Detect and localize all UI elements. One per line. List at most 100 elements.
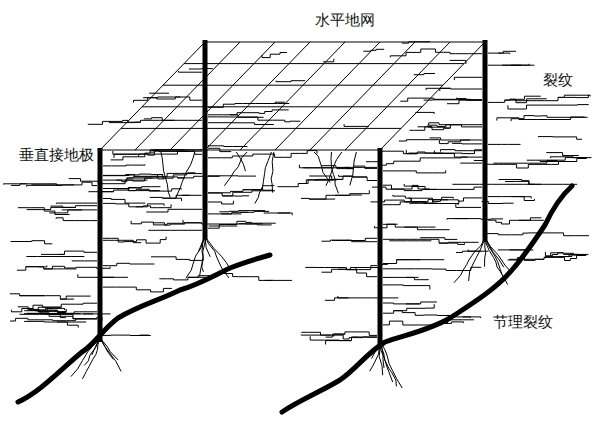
crack-line [440, 88, 482, 91]
crack-line [410, 127, 433, 131]
crack-line [380, 342, 396, 386]
crack-line [139, 264, 155, 265]
crack-line [551, 253, 589, 256]
crack-line [18, 208, 55, 215]
crack-line [78, 274, 128, 277]
crack-line [326, 341, 352, 345]
crack-line [68, 210, 97, 213]
crack-line [488, 220, 544, 224]
crack-line [383, 269, 455, 271]
crack-line [421, 302, 437, 303]
crack-line [209, 226, 238, 227]
grid-wire [205, 42, 310, 150]
grid-wire [170, 42, 275, 150]
crack-line [304, 167, 377, 169]
crack-line [301, 190, 369, 199]
crack-line [128, 120, 202, 122]
crack-line [383, 321, 464, 325]
crack-line [564, 95, 588, 98]
crack-line [418, 125, 483, 130]
grid-wire [275, 42, 380, 150]
crack-line [415, 112, 434, 114]
crack-line [208, 221, 276, 228]
vertical-electrode [98, 148, 103, 342]
crack-line [69, 179, 111, 184]
crack-line [56, 203, 97, 205]
crack-line [208, 223, 263, 224]
crack-line [338, 296, 399, 298]
crack-line [379, 151, 418, 155]
crack-line [217, 274, 273, 281]
crack-line [111, 150, 202, 160]
grid-wire [310, 42, 415, 150]
crack-line [176, 152, 195, 197]
crack-line [394, 304, 435, 311]
crack-line [88, 120, 128, 124]
crack-line [24, 313, 67, 314]
crack-line [186, 236, 205, 278]
crack-line [305, 267, 377, 276]
crack-lines [3, 41, 591, 388]
crack-line [208, 117, 273, 120]
crack-line [179, 71, 203, 72]
crack-line [10, 294, 74, 299]
crack-line [469, 238, 485, 281]
crack-line [55, 214, 70, 215]
crack-line [314, 152, 330, 183]
crack-line [508, 105, 589, 109]
crack-line [264, 213, 293, 215]
crack-line [400, 98, 482, 101]
crack-line [161, 152, 170, 198]
crack-line [334, 332, 377, 337]
crack-line [208, 191, 275, 196]
callout-label: 垂直接地极 [16, 145, 97, 165]
crack-line [399, 140, 482, 144]
crack-line [389, 240, 431, 241]
crack-line [363, 49, 384, 51]
crack-line [410, 203, 481, 207]
crack-line [276, 81, 305, 82]
crack-line [322, 240, 378, 242]
crack-line [158, 173, 196, 177]
grid-wire [100, 42, 205, 150]
vertical-electrode [483, 40, 488, 242]
crack-line [546, 153, 578, 156]
crack-line [103, 174, 129, 176]
crack-line [278, 180, 334, 187]
crack-line [474, 161, 509, 165]
grid-wire [135, 42, 240, 150]
crack-line [380, 342, 402, 388]
crack-line [301, 335, 377, 339]
crack-line [208, 201, 233, 204]
crack-line [11, 310, 21, 312]
crack-line [103, 203, 171, 207]
crack-line [383, 170, 446, 173]
crack-line [205, 236, 231, 270]
crack-line [488, 197, 524, 201]
crack-line [383, 276, 418, 278]
crack-line [488, 144, 521, 145]
crack-line [219, 211, 265, 212]
crack-line [208, 212, 248, 214]
crack-line [151, 288, 172, 292]
crack-line [524, 199, 534, 200]
crack-line [72, 260, 97, 262]
crack-line [17, 266, 76, 270]
joint-crack [282, 186, 572, 412]
crack-line [149, 93, 169, 94]
crack-line [460, 163, 482, 164]
crack-line [383, 239, 448, 243]
crack-line [455, 218, 503, 220]
crack-line [420, 238, 457, 240]
crack-line [499, 180, 535, 185]
crack-line [208, 145, 247, 147]
callout-label: 裂纹 [540, 70, 576, 90]
crack-line [434, 151, 467, 158]
crack-line [76, 267, 110, 269]
crack-line [67, 313, 80, 314]
crack-line [11, 241, 53, 244]
crack-line [509, 159, 586, 169]
crack-line [255, 152, 272, 204]
crack-line [100, 338, 121, 371]
crack-line [103, 263, 139, 265]
